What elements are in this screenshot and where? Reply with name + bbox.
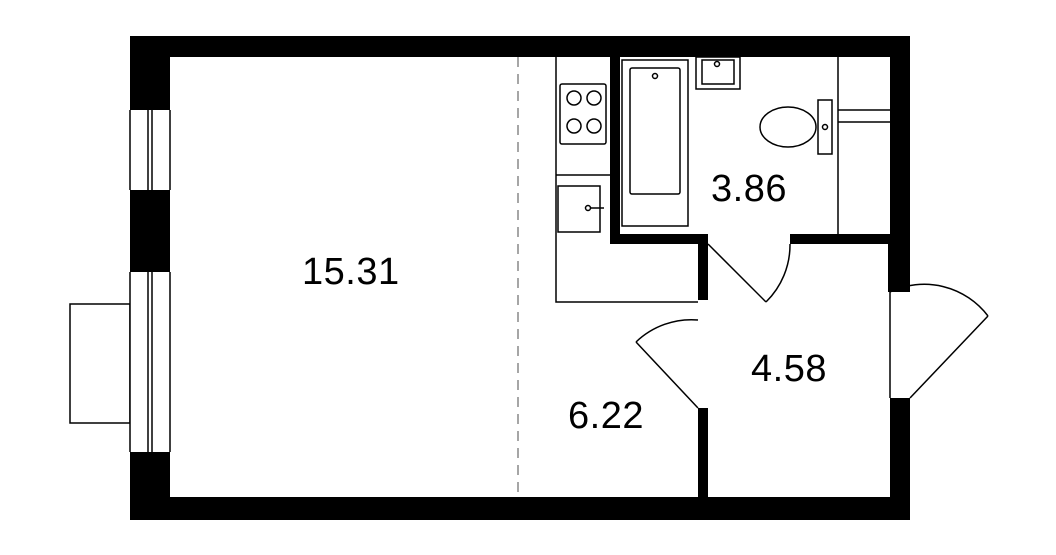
room-area-living: 15.31: [302, 251, 400, 293]
entrance-opening: [888, 292, 912, 398]
kitchen-sink-icon: [557, 185, 604, 233]
room-area-hallway: 4.58: [751, 348, 827, 390]
room-area-kitchen: 6.22: [568, 395, 644, 437]
door-swing-icon: [707, 243, 791, 303]
kitchen-counter: [555, 57, 698, 303]
toilet-icon: [759, 99, 833, 155]
washbasin-icon: [695, 56, 741, 90]
door-swing-icon: [889, 283, 989, 399]
balcony: [69, 303, 131, 424]
outer-walls: [130, 36, 910, 520]
utility-shaft: [837, 57, 890, 234]
bathtub-icon: [621, 59, 689, 227]
room-area-bathroom: 3.86: [711, 168, 787, 210]
door-swing-icon: [635, 318, 699, 409]
window-icon: [129, 272, 171, 452]
stove-icon: [559, 83, 607, 145]
interior-walls: [610, 57, 890, 498]
window-icon: [129, 110, 171, 190]
